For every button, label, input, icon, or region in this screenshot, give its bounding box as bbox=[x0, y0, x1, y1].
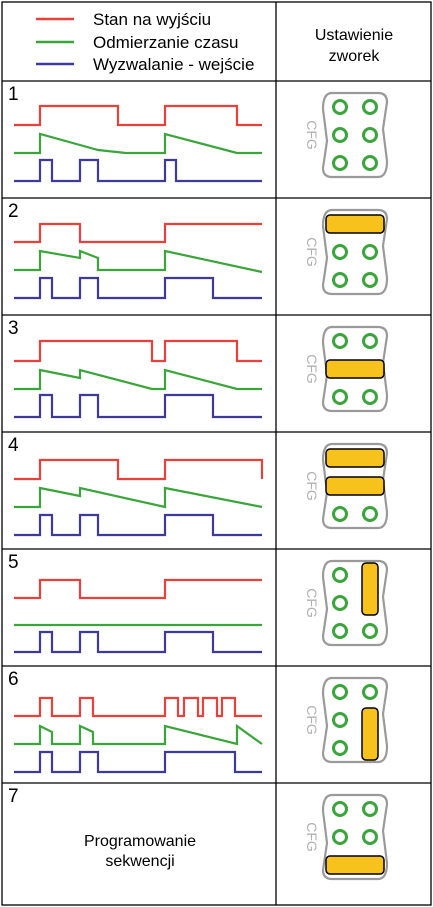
connector-housing bbox=[321, 793, 389, 881]
pin bbox=[332, 684, 348, 700]
connector-mode-7: CFG bbox=[304, 793, 389, 881]
mode-labels: 1 2 3 4 5 6 7 Programowanie sekwencji bbox=[8, 84, 196, 870]
waveform-trigger bbox=[14, 513, 262, 537]
pin bbox=[332, 127, 348, 143]
legend-label-timing: Odmierzanie czasu bbox=[93, 33, 239, 52]
connector-housing bbox=[321, 559, 389, 647]
connector-housing bbox=[321, 325, 389, 413]
waveform-mode-4 bbox=[14, 458, 264, 537]
waveform-timing bbox=[14, 249, 263, 274]
connector-mode-1: CFG bbox=[304, 91, 389, 179]
connector-mode-6: CFG bbox=[304, 676, 389, 764]
waveform-output bbox=[14, 222, 262, 244]
mode-number: 1 bbox=[8, 84, 19, 105]
pin bbox=[332, 389, 348, 405]
mode-number: 6 bbox=[8, 669, 19, 690]
mode-number: 3 bbox=[8, 318, 19, 339]
pin bbox=[332, 506, 348, 522]
pin bbox=[362, 333, 378, 349]
waveform-output bbox=[14, 458, 264, 481]
pin bbox=[332, 801, 348, 817]
mode-7-text-line2: sekwencji bbox=[105, 853, 174, 870]
waveform-mode-5 bbox=[14, 578, 262, 654]
header-settings-line1: Ustawienie bbox=[315, 27, 393, 44]
mode-number: 7 bbox=[8, 786, 19, 807]
connector-housing bbox=[321, 91, 389, 179]
waveform-output bbox=[14, 578, 262, 600]
jumper bbox=[325, 476, 385, 496]
connector-housing bbox=[321, 442, 389, 530]
pin bbox=[362, 244, 378, 260]
pin bbox=[362, 99, 378, 115]
jumper-connectors: CFG CFG CFG CFG CFG CFG CFG bbox=[304, 91, 389, 881]
connector-housing bbox=[321, 208, 389, 296]
waveform-output bbox=[14, 696, 262, 718]
waveform-trigger bbox=[14, 276, 262, 300]
pin bbox=[332, 99, 348, 115]
pin bbox=[332, 567, 348, 583]
jumper bbox=[325, 855, 385, 875]
cfg-label: CFG bbox=[304, 705, 320, 735]
mode-number: 2 bbox=[8, 201, 19, 222]
pin bbox=[362, 127, 378, 143]
cfg-label: CFG bbox=[304, 120, 320, 150]
pin bbox=[332, 829, 348, 845]
pin bbox=[332, 623, 348, 639]
pin bbox=[332, 595, 348, 611]
connector-mode-4: CFG bbox=[304, 442, 389, 530]
pin bbox=[332, 272, 348, 288]
pin bbox=[362, 684, 378, 700]
cfg-label: CFG bbox=[304, 471, 320, 501]
waveform-trigger bbox=[14, 630, 262, 654]
jumper bbox=[325, 448, 385, 468]
connector-housing bbox=[321, 676, 389, 764]
mode-number: 5 bbox=[8, 552, 19, 573]
waveform-timing bbox=[14, 132, 262, 155]
pin bbox=[332, 712, 348, 728]
legend-label-trigger: Wyzwalanie - wejście bbox=[93, 55, 254, 74]
cfg-label: CFG bbox=[304, 822, 320, 852]
waveform-mode-3 bbox=[14, 339, 262, 419]
cfg-label: CFG bbox=[304, 237, 320, 267]
mode-7-text-line1: Programowanie bbox=[84, 833, 196, 850]
waveform-timing bbox=[14, 723, 263, 746]
cfg-label: CFG bbox=[304, 354, 320, 384]
legend: Stan na wyjściu Odmierzanie czasu Wyzwal… bbox=[36, 10, 254, 74]
waveform-timing bbox=[14, 486, 263, 509]
header-settings-line2: zworek bbox=[329, 48, 381, 65]
waveform-timing bbox=[14, 368, 262, 391]
connector-mode-5: CFG bbox=[304, 559, 389, 647]
jumper bbox=[325, 359, 385, 379]
jumper bbox=[361, 707, 379, 761]
waveform-trigger bbox=[14, 750, 262, 774]
waveform-trigger bbox=[14, 158, 262, 183]
pin bbox=[362, 801, 378, 817]
pin bbox=[362, 272, 378, 288]
pin bbox=[362, 829, 378, 845]
connector-mode-3: CFG bbox=[304, 325, 389, 413]
waveform-output bbox=[14, 104, 262, 127]
waveform-mode-1 bbox=[14, 104, 262, 183]
pin bbox=[332, 740, 348, 756]
cfg-label: CFG bbox=[304, 588, 320, 618]
connector-mode-2: CFG bbox=[304, 208, 389, 296]
pin bbox=[332, 155, 348, 171]
pin bbox=[362, 155, 378, 171]
legend-label-output: Stan na wyjściu bbox=[93, 10, 211, 29]
waveform-trigger bbox=[14, 393, 262, 419]
pin bbox=[362, 389, 378, 405]
jumper bbox=[361, 562, 379, 616]
waveforms bbox=[14, 104, 264, 774]
pin bbox=[362, 623, 378, 639]
waveform-mode-6 bbox=[14, 696, 263, 774]
pin bbox=[332, 244, 348, 260]
waveform-output bbox=[14, 339, 262, 363]
mode-number: 4 bbox=[8, 435, 19, 456]
pin bbox=[362, 506, 378, 522]
pin bbox=[332, 333, 348, 349]
waveform-mode-2 bbox=[14, 222, 263, 300]
jumper bbox=[325, 214, 385, 234]
